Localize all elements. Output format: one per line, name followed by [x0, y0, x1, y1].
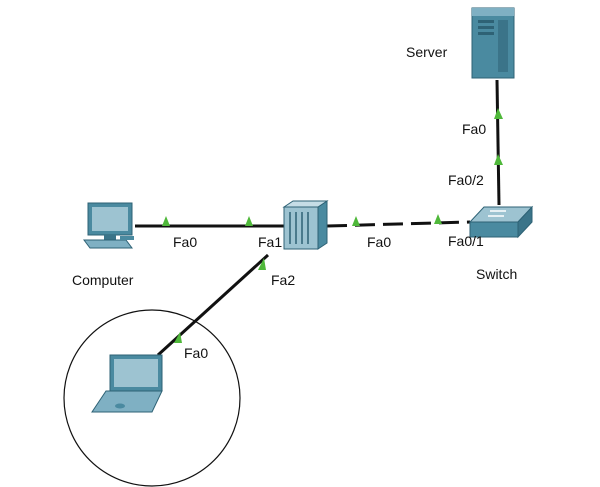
link-up-arrow-icon	[434, 214, 442, 224]
link-up-arrow-icon	[494, 154, 503, 165]
cable-router-switch	[326, 220, 471, 228]
port-label-switch-fa0-2: Fa0/2	[448, 172, 484, 188]
cable-server-switch	[495, 79, 501, 206]
laptop-icon[interactable]	[91, 354, 163, 413]
port-label-server-fa0: Fa0	[462, 121, 486, 137]
port-label-router-fa2: Fa2	[271, 272, 295, 288]
link-up-arrow-icon	[174, 332, 182, 343]
router-icon[interactable]	[282, 200, 329, 250]
link-up-arrow-icon	[258, 258, 266, 270]
cable-router-laptop	[156, 253, 270, 357]
link-up-arrow-icon	[245, 216, 253, 226]
switch-icon[interactable]	[468, 205, 534, 239]
link-status-indicators	[162, 108, 503, 343]
port-label-router-fa1: Fa1	[258, 234, 282, 250]
link-up-arrow-icon	[494, 108, 503, 119]
port-label-computer-fa0: Fa0	[173, 234, 197, 250]
server-icon[interactable]	[471, 7, 515, 79]
link-up-arrow-icon	[162, 216, 170, 226]
port-label-switch-fa0-1: Fa0/1	[448, 233, 484, 249]
desktop-computer-icon[interactable]	[83, 202, 134, 249]
port-label-laptop-fa0: Fa0	[184, 345, 208, 361]
link-up-arrow-icon	[352, 216, 360, 226]
switch-label: Switch	[476, 266, 517, 282]
highlight-circle	[63, 309, 241, 487]
cables	[135, 79, 501, 357]
computer-label: Computer	[72, 272, 134, 288]
port-label-router-fa0: Fa0	[367, 234, 391, 250]
server-label: Server	[406, 44, 448, 60]
